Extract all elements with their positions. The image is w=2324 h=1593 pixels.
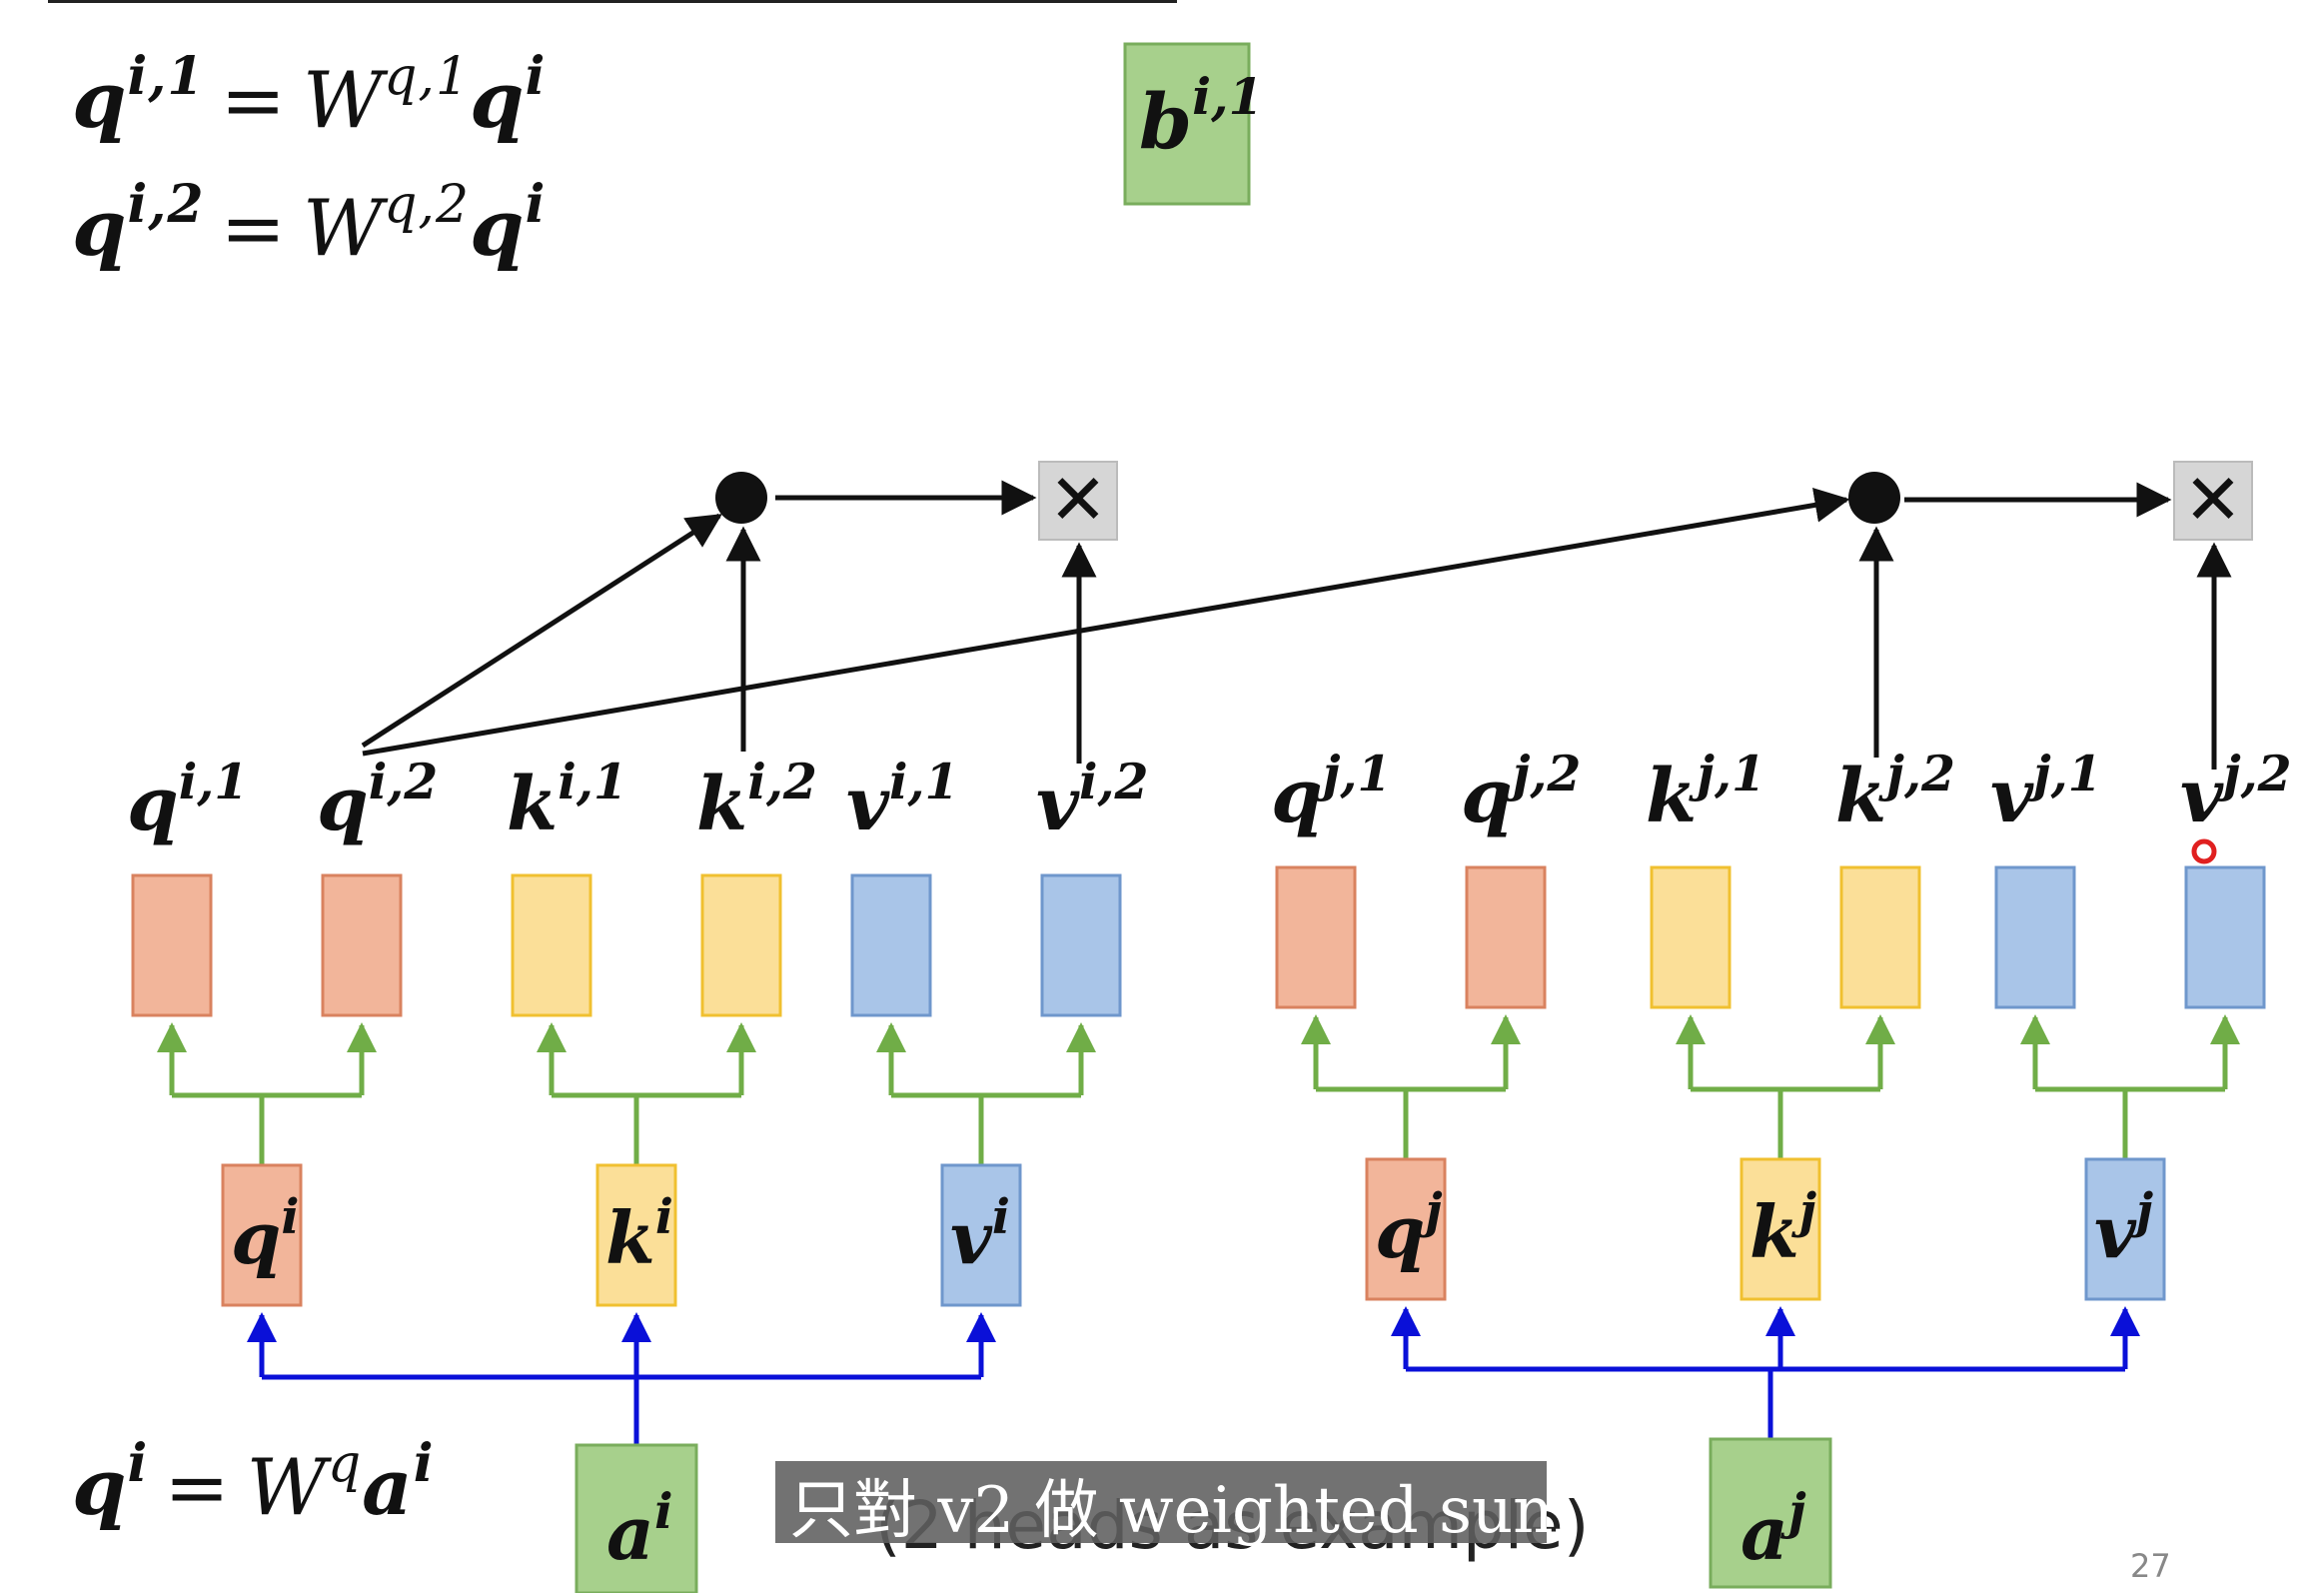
label-k-j: kj <box>1749 1183 1816 1274</box>
label-q-j-1: qj,1 <box>1271 745 1391 839</box>
label-q-i-2: qi,2 <box>317 753 438 847</box>
head-vector-v-i-2 <box>1040 873 1122 1017</box>
output-box-sup: i,1 <box>1192 67 1263 126</box>
vector-box-k-i <box>595 1163 677 1307</box>
caption-background <box>775 1461 1547 1543</box>
connection-lines <box>157 480 2240 1445</box>
head-vector-k-i-2 <box>700 873 782 1017</box>
head-vector-v-i-1 <box>850 873 932 1017</box>
label-v-i: vi <box>950 1189 1010 1280</box>
label-v-i-2: vi,2 <box>1036 753 1149 847</box>
label-v-j-2: vj,2 <box>2180 745 2292 839</box>
vector-box-v-i <box>940 1163 1022 1307</box>
head-vector-k-i-1 <box>511 873 592 1017</box>
head-vector-v-j-2 <box>2184 865 2266 1009</box>
label-k-i-1: ki,1 <box>507 753 627 847</box>
head-vector-q-i-2 <box>321 873 403 1017</box>
label-k-j-1: kj,1 <box>1646 745 1765 839</box>
svg-text:bi,1: bi,1 <box>1139 67 1263 166</box>
video-caption: 只對 v2 做 weighted sum <box>789 1474 1574 1548</box>
label-q-i-1: qi,1 <box>127 753 248 847</box>
label-v-j-1: vj,1 <box>1990 745 2102 839</box>
equation-q-i1: qi,1=Wq,1qi <box>72 46 547 146</box>
label-v-i-1: vi,1 <box>846 753 959 847</box>
multiply-box-i: ✕ <box>1038 459 1118 541</box>
vector-box-v-j <box>2084 1157 2166 1301</box>
label-k-i: ki <box>605 1189 673 1280</box>
equation-q-i: qi=Wqai <box>72 1433 435 1533</box>
label-a-i: ai <box>606 1482 673 1577</box>
label-v-j: vj <box>2094 1183 2153 1274</box>
input-box-a-j <box>1709 1437 1832 1589</box>
label-k-j-2: kj,2 <box>1835 745 1955 839</box>
input-box-a-i <box>575 1443 698 1593</box>
head-vector-k-j-2 <box>1839 865 1921 1009</box>
head-vector-v-j-1 <box>1994 865 2076 1009</box>
label-q-i: qi <box>231 1189 299 1280</box>
output-box-b-i1: bi,1 <box>1123 42 1263 206</box>
head-vector-k-j-1 <box>1650 865 1732 1009</box>
dot-product-node-i <box>715 472 767 524</box>
top-divider-line <box>48 0 1177 3</box>
page-number: 27 <box>2130 1547 2171 1585</box>
vector-box-k-j <box>1740 1157 1821 1301</box>
multiply-box-j: ✕ <box>2173 459 2253 541</box>
vector-box-q-i <box>221 1163 303 1307</box>
label-k-i-2: ki,2 <box>696 753 817 847</box>
label-q-j: qj <box>1375 1183 1443 1274</box>
vector-box-q-j <box>1365 1157 1447 1301</box>
svg-text:✕: ✕ <box>1049 459 1108 541</box>
svg-text:✕: ✕ <box>2184 459 2243 541</box>
equation-q-i2: qi,2=Wq,2qi <box>72 174 547 274</box>
label-q-j-2: qj,2 <box>1461 745 1581 839</box>
vector-boxes <box>131 865 2266 1593</box>
label-a-j: aj <box>1741 1482 1806 1577</box>
vector-labels: qi,1 qi,2 ki,1 ki,2 vi,1 vi,2 qj,1 qj,2 kj,1 kj,2… <box>127 745 2292 1577</box>
head-vector-q-i-1 <box>131 873 213 1017</box>
output-box-base: b <box>1139 77 1192 166</box>
cursor-indicator <box>2191 838 2217 864</box>
dot-product-node-j <box>1848 472 1900 524</box>
head-vector-q-j-1 <box>1275 865 1357 1009</box>
head-vector-q-j-2 <box>1465 865 1547 1009</box>
